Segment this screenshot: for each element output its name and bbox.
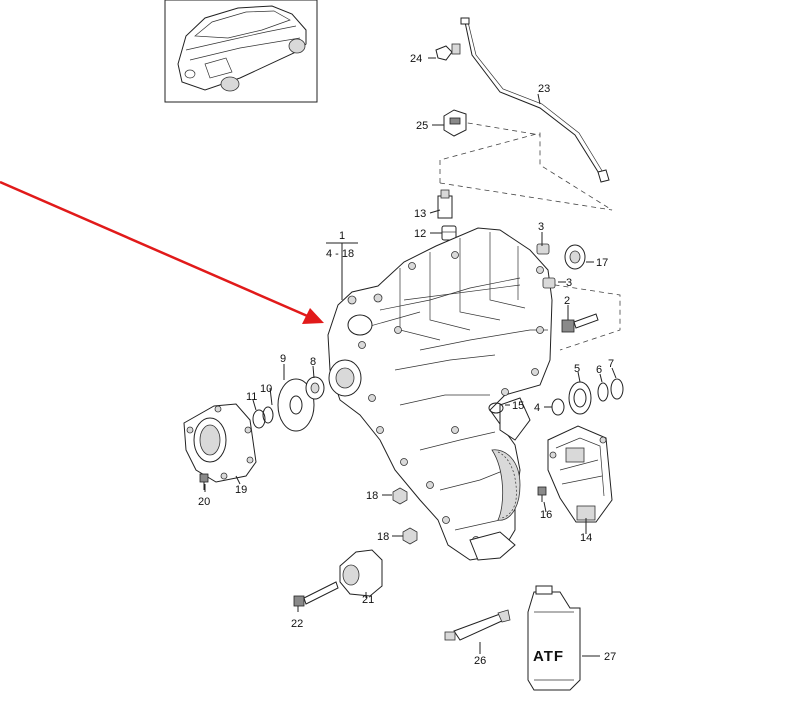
callout-13: 13 [414, 208, 426, 220]
callout-22: 22 [291, 618, 303, 630]
callout-20: 20 [198, 496, 210, 508]
car-icon [177, 5, 307, 92]
callout-27: 27 [604, 651, 616, 663]
callout-24: 24 [410, 53, 422, 65]
callout-10: 10 [260, 383, 272, 395]
callout-8: 8 [310, 356, 316, 368]
callout-16: 16 [540, 509, 552, 521]
nut-18a [392, 487, 408, 505]
callout-4: 4 [534, 402, 540, 414]
bolt-20 [199, 473, 209, 490]
callout-19: 19 [235, 484, 247, 496]
bell-cover-19 [183, 403, 257, 483]
callout-7: 7 [608, 358, 614, 370]
callout-2: 2 [564, 295, 570, 307]
callout-18a: 18 [366, 490, 378, 502]
bolt-2 [561, 313, 599, 333]
seal-8 [305, 376, 325, 400]
callout-25: 25 [416, 120, 428, 132]
seal-17 [564, 244, 586, 270]
disc-9 [277, 378, 315, 432]
breather-hose [460, 17, 610, 183]
washer-5 [568, 381, 592, 415]
callout-21: 21 [362, 594, 374, 606]
callout-labels: 1 4 - 18 2 3 3 4 5 6 7 8 9 10 11 12 13 1… [198, 53, 616, 667]
bolt-16 [537, 486, 547, 502]
callout-17: 17 [596, 257, 608, 269]
sealant-tube-26 [444, 609, 511, 641]
seal-4 [551, 398, 565, 416]
transfer-case-housing [327, 227, 553, 561]
vehicle-inset [164, 0, 318, 103]
atf-label: ATF [533, 648, 564, 665]
snap-ring-11 [252, 406, 274, 429]
callout-1: 1 [339, 230, 345, 242]
callout-5: 5 [574, 363, 580, 375]
callout-6: 6 [596, 364, 602, 376]
callout-leaders [204, 57, 617, 657]
dashed-leaders [439, 119, 621, 351]
plug-3a [536, 243, 550, 255]
callout-9: 9 [280, 353, 286, 365]
callout-26: 26 [474, 655, 486, 667]
oring-15 [488, 402, 504, 414]
atf-bottle-27 [527, 585, 581, 691]
callout-3b: 3 [566, 277, 572, 289]
bolt-22 [293, 581, 339, 607]
callout-15: 15 [512, 400, 524, 412]
nut-18b [402, 527, 418, 545]
mount-21 [339, 549, 383, 597]
callout-12: 12 [414, 228, 426, 240]
actuator-14 [547, 425, 613, 523]
clip-24 [435, 43, 461, 61]
ring-6 [597, 382, 609, 402]
callout-3a: 3 [538, 221, 544, 233]
connector-25 [443, 109, 467, 137]
plug-3b [542, 277, 556, 289]
callout-23: 23 [538, 83, 550, 95]
red-arrow-icon [0, 180, 324, 324]
callout-18b: 18 [377, 531, 389, 543]
vent-valve-13 [437, 189, 453, 219]
callout-1-range: 4 - 18 [326, 248, 354, 260]
callout-11: 11 [246, 391, 257, 403]
ring-7 [610, 378, 624, 400]
callout-14: 14 [580, 532, 592, 544]
